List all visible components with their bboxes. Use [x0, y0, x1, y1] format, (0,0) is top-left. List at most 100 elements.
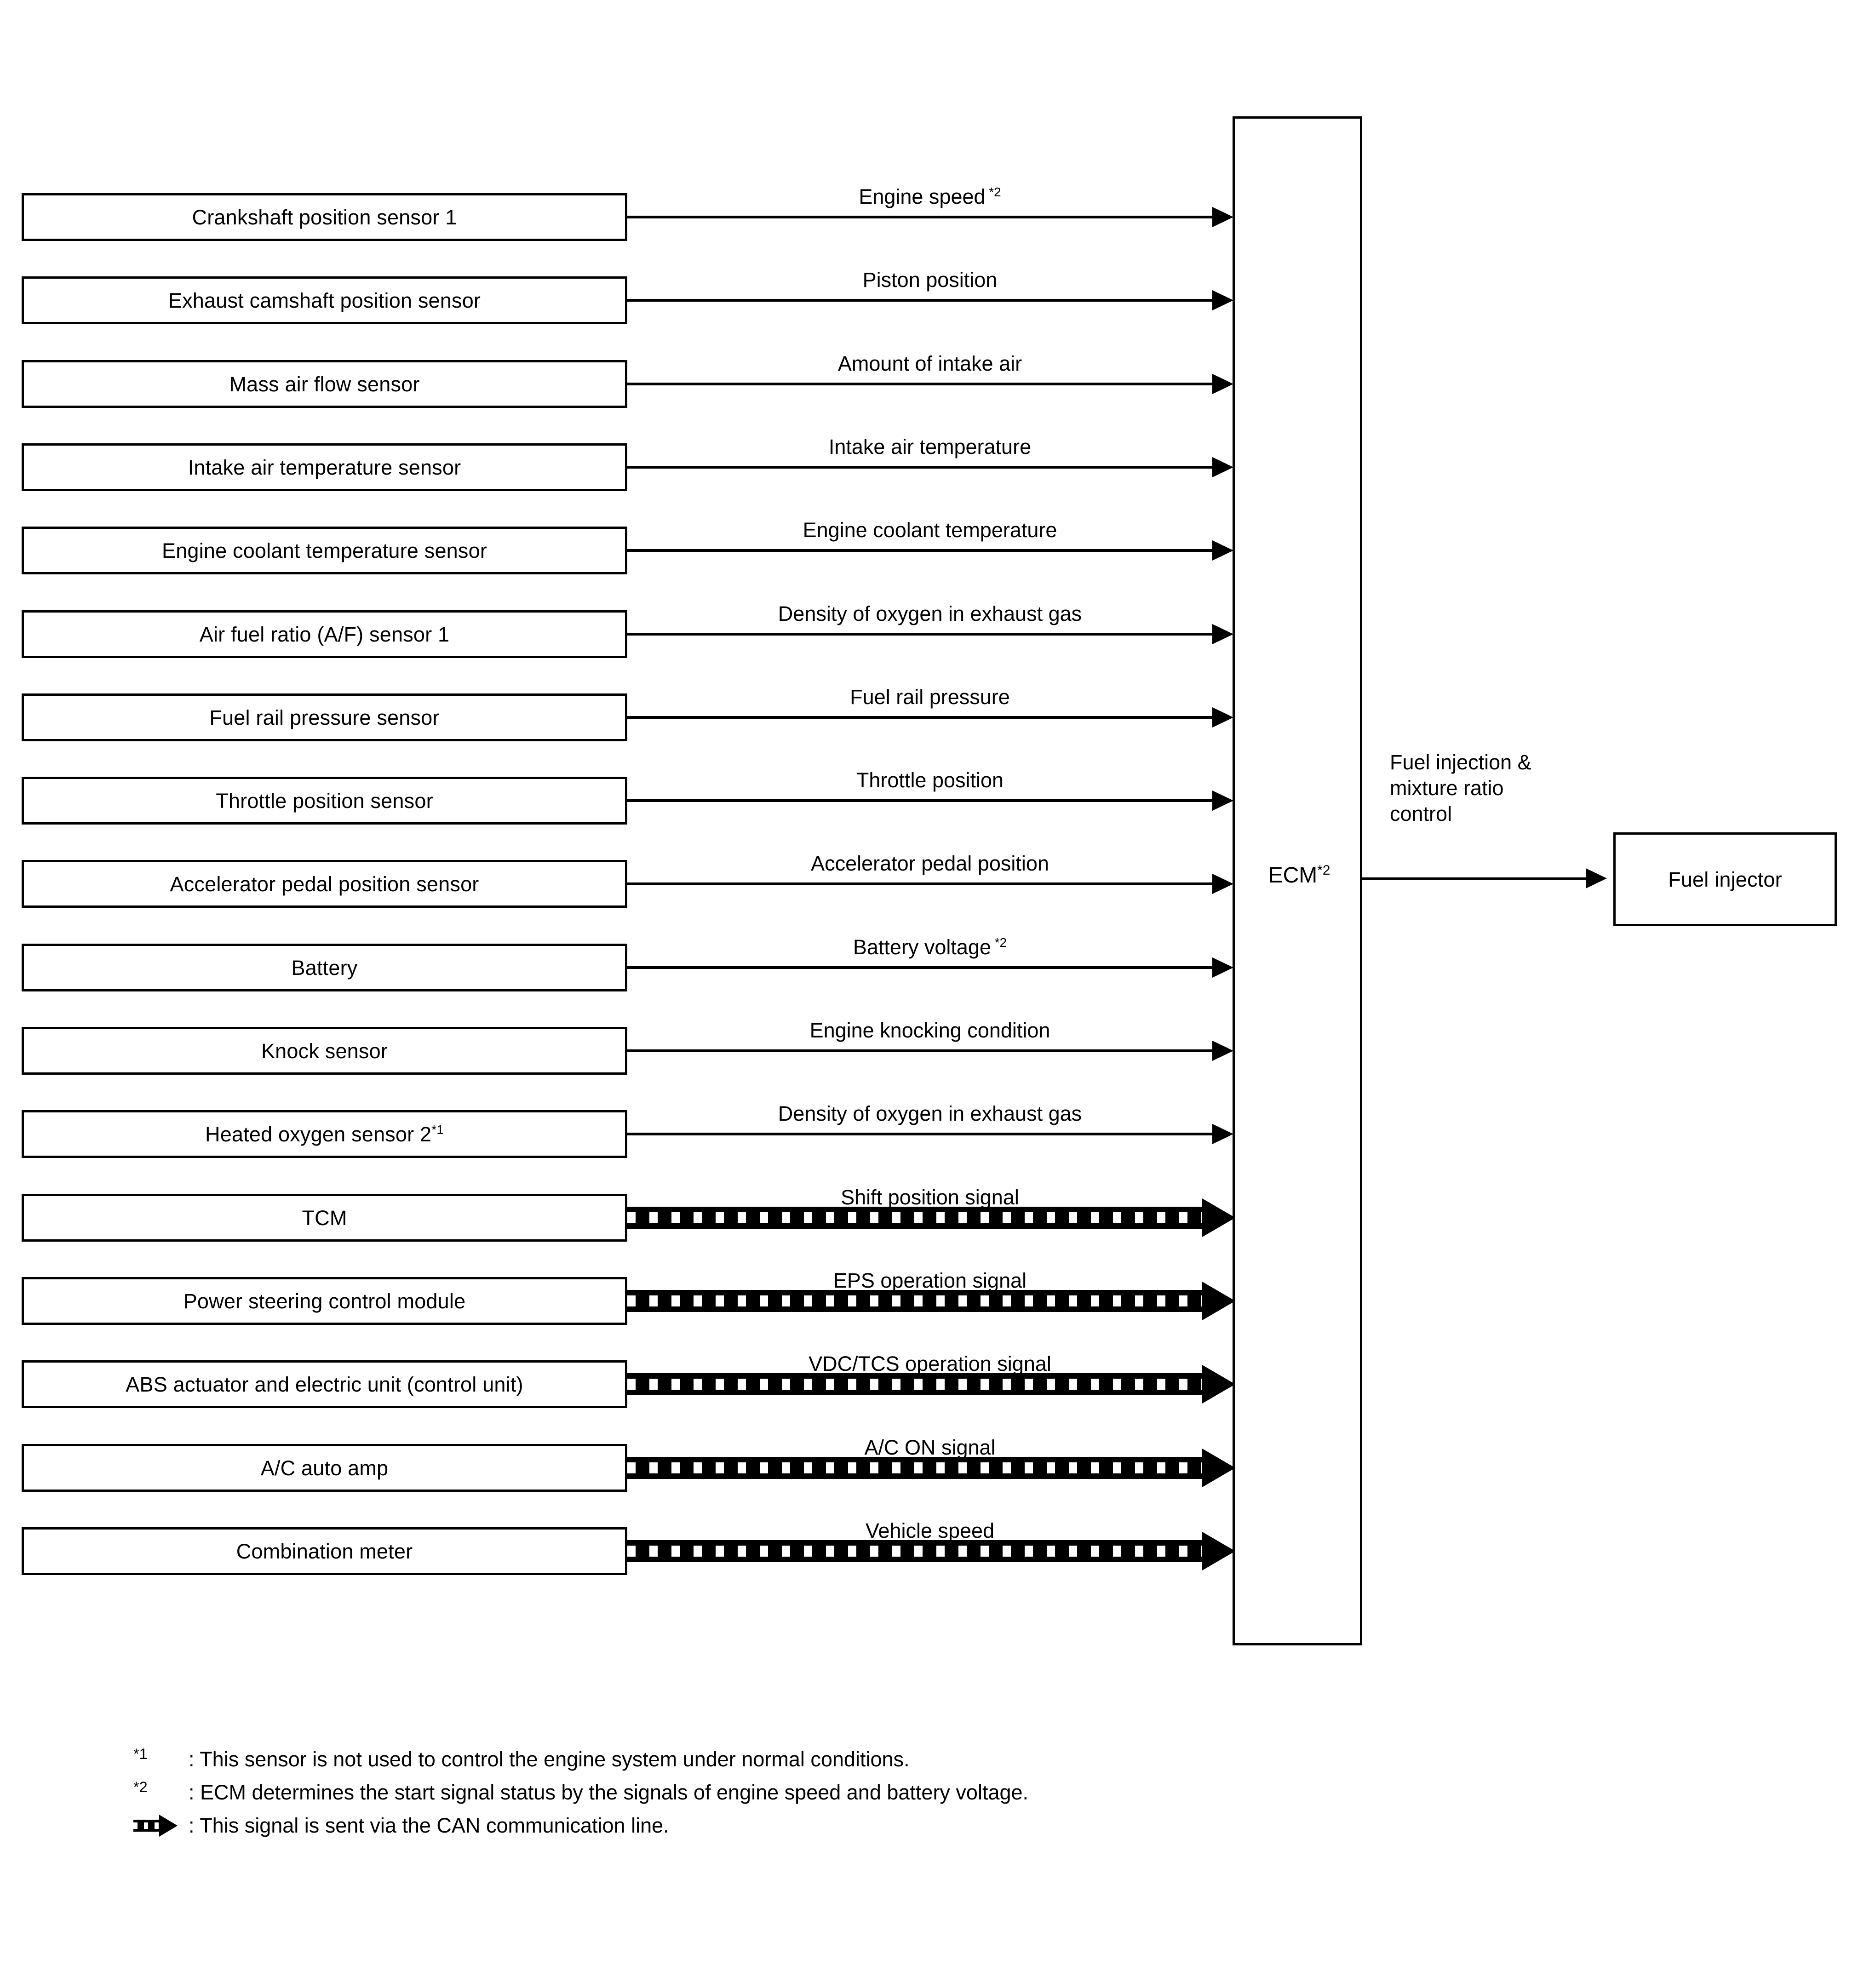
signal-arrow-head-icon	[1212, 457, 1233, 477]
source-box[interactable]: Air fuel ratio (A/F) sensor 1	[22, 610, 627, 658]
signal-arrow-line	[627, 1049, 1221, 1052]
source-box-label: Intake air temperature sensor	[188, 455, 461, 479]
footnote-row: : This signal is sent via the CAN commun…	[133, 1809, 1513, 1842]
source-box-label: Knock sensor	[261, 1039, 388, 1063]
signal-arrow-head-icon	[1212, 290, 1233, 310]
can-arrow-icon-ticks	[133, 1822, 162, 1829]
signal-arrow-head-icon	[1212, 1041, 1233, 1061]
source-box[interactable]: Battery	[22, 944, 627, 991]
ecm-superscript: *2	[1317, 863, 1330, 878]
source-box-label: Crankshaft position sensor 1	[192, 205, 457, 229]
can-arrow-head-icon	[1202, 1282, 1235, 1320]
footnote-text: : ECM determines the start signal status…	[189, 1781, 1029, 1804]
source-box-label: TCM	[302, 1206, 347, 1230]
source-box[interactable]: Exhaust camshaft position sensor	[22, 276, 627, 324]
source-box-label: Mass air flow sensor	[229, 372, 420, 396]
can-arrow-head-icon	[1202, 1532, 1235, 1570]
source-box[interactable]: Mass air flow sensor	[22, 360, 627, 408]
signal-arrow-head-icon	[1212, 791, 1233, 811]
source-box[interactable]: Throttle position sensor	[22, 777, 627, 825]
footnote-text: : This signal is sent via the CAN commun…	[189, 1814, 669, 1837]
signal-arrow-head-icon	[1212, 624, 1233, 644]
source-box[interactable]: Combination meter	[22, 1527, 627, 1575]
signal-arrow-line	[627, 716, 1221, 719]
source-box-label: Exhaust camshaft position sensor	[168, 288, 481, 312]
signal-arrow-head-icon	[1212, 1124, 1233, 1144]
can-arrow-icon	[133, 1809, 189, 1842]
can-arrow-head-icon	[1202, 1365, 1235, 1404]
source-box[interactable]: ABS actuator and electric unit (control …	[22, 1360, 627, 1408]
source-box-label: A/C auto amp	[260, 1456, 389, 1480]
signal-label: Shift position signal	[841, 1186, 1019, 1209]
can-arrow-ticks	[627, 1295, 1206, 1306]
signal-superscript: *2	[985, 185, 1001, 199]
source-box-label: Fuel rail pressure sensor	[209, 705, 440, 729]
can-arrow-head-icon	[1202, 1449, 1235, 1487]
signal-arrow-line	[627, 216, 1221, 218]
signal-arrow-head-icon	[1212, 874, 1233, 894]
signal-arrow-line	[627, 466, 1221, 469]
signal-arrow-line	[627, 882, 1221, 885]
can-arrow-ticks	[627, 1546, 1206, 1557]
signal-label: Intake air temperature	[828, 435, 1032, 458]
ecm-box[interactable]	[1233, 116, 1362, 1645]
signal-label: Engine knocking condition	[809, 1019, 1050, 1042]
source-box[interactable]: Intake air temperature sensor	[22, 443, 627, 491]
source-box[interactable]: Crankshaft position sensor 1	[22, 193, 627, 241]
can-arrow-icon-head	[159, 1815, 178, 1837]
source-box-label: Power steering control module	[183, 1289, 466, 1313]
source-box[interactable]: Knock sensor	[22, 1027, 627, 1075]
source-box-label: Combination meter	[236, 1539, 413, 1563]
source-box-label: Throttle position sensor	[216, 789, 433, 813]
footnote-marker: *1	[133, 1743, 189, 1776]
signal-label: Engine coolant temperature	[803, 518, 1057, 542]
signal-label: Density of oxygen in exhaust gas	[778, 602, 1082, 625]
output-arrow-head-icon	[1586, 868, 1607, 888]
output-arrow-line	[1362, 877, 1592, 880]
signal-arrow-line	[627, 299, 1221, 302]
signal-arrow-line	[627, 799, 1221, 802]
signal-arrow-head-icon	[1212, 207, 1233, 227]
signal-arrow-line	[627, 383, 1221, 385]
signal-label: Engine speed *2	[859, 185, 1001, 208]
signal-label: Piston position	[862, 268, 998, 292]
output-control-label: Fuel injection & mixture ratio control	[1390, 751, 1531, 825]
signal-arrow-head-icon	[1212, 540, 1233, 561]
source-box[interactable]: TCM	[22, 1194, 627, 1242]
signal-superscript: *2	[991, 935, 1007, 950]
signal-arrow-line	[627, 1133, 1221, 1135]
source-box-label: Engine coolant temperature sensor	[161, 539, 487, 562]
footnote-text: : This sensor is not used to control the…	[189, 1747, 910, 1771]
can-arrow-ticks	[627, 1379, 1206, 1390]
source-box[interactable]: Accelerator pedal position sensor	[22, 860, 627, 908]
fuel-injector-box[interactable]: Fuel injector	[1613, 832, 1837, 926]
signal-label: Fuel rail pressure	[850, 685, 1010, 709]
source-box[interactable]: Engine coolant temperature sensor	[22, 527, 627, 574]
footnotes: *1: This sensor is not used to control t…	[133, 1743, 1513, 1842]
signal-arrow-line	[627, 633, 1221, 636]
source-box[interactable]: A/C auto amp	[22, 1444, 627, 1492]
signal-label: Vehicle speed	[865, 1519, 995, 1542]
signal-label: Throttle position	[856, 768, 1004, 792]
source-superscript: *1	[431, 1122, 444, 1137]
footnote-row: *1: This sensor is not used to control t…	[133, 1743, 1513, 1776]
signal-label: A/C ON signal	[864, 1436, 996, 1459]
signal-label: Amount of intake air	[837, 352, 1022, 375]
signal-label: Battery voltage *2	[853, 935, 1007, 959]
signal-label: EPS operation signal	[833, 1269, 1027, 1292]
source-box-label: Battery	[291, 956, 358, 980]
source-box-label: Heated oxygen sensor 2*1	[205, 1122, 444, 1146]
signal-label: Density of oxygen in exhaust gas	[778, 1102, 1082, 1125]
ecm-label: ECM*2	[1268, 863, 1330, 888]
signal-label: VDC/TCS operation signal	[809, 1352, 1051, 1375]
footnote-marker-superscript: *2	[133, 1779, 148, 1795]
source-box-label: ABS actuator and electric unit (control …	[126, 1372, 523, 1396]
can-arrow-head-icon	[1202, 1198, 1235, 1237]
source-box[interactable]: Fuel rail pressure sensor	[22, 693, 627, 741]
source-box[interactable]: Heated oxygen sensor 2*1	[22, 1110, 627, 1158]
signal-arrow-line	[627, 966, 1221, 969]
source-box[interactable]: Power steering control module	[22, 1277, 627, 1325]
signal-arrow-head-icon	[1212, 957, 1233, 978]
signal-arrow-head-icon	[1212, 374, 1233, 394]
